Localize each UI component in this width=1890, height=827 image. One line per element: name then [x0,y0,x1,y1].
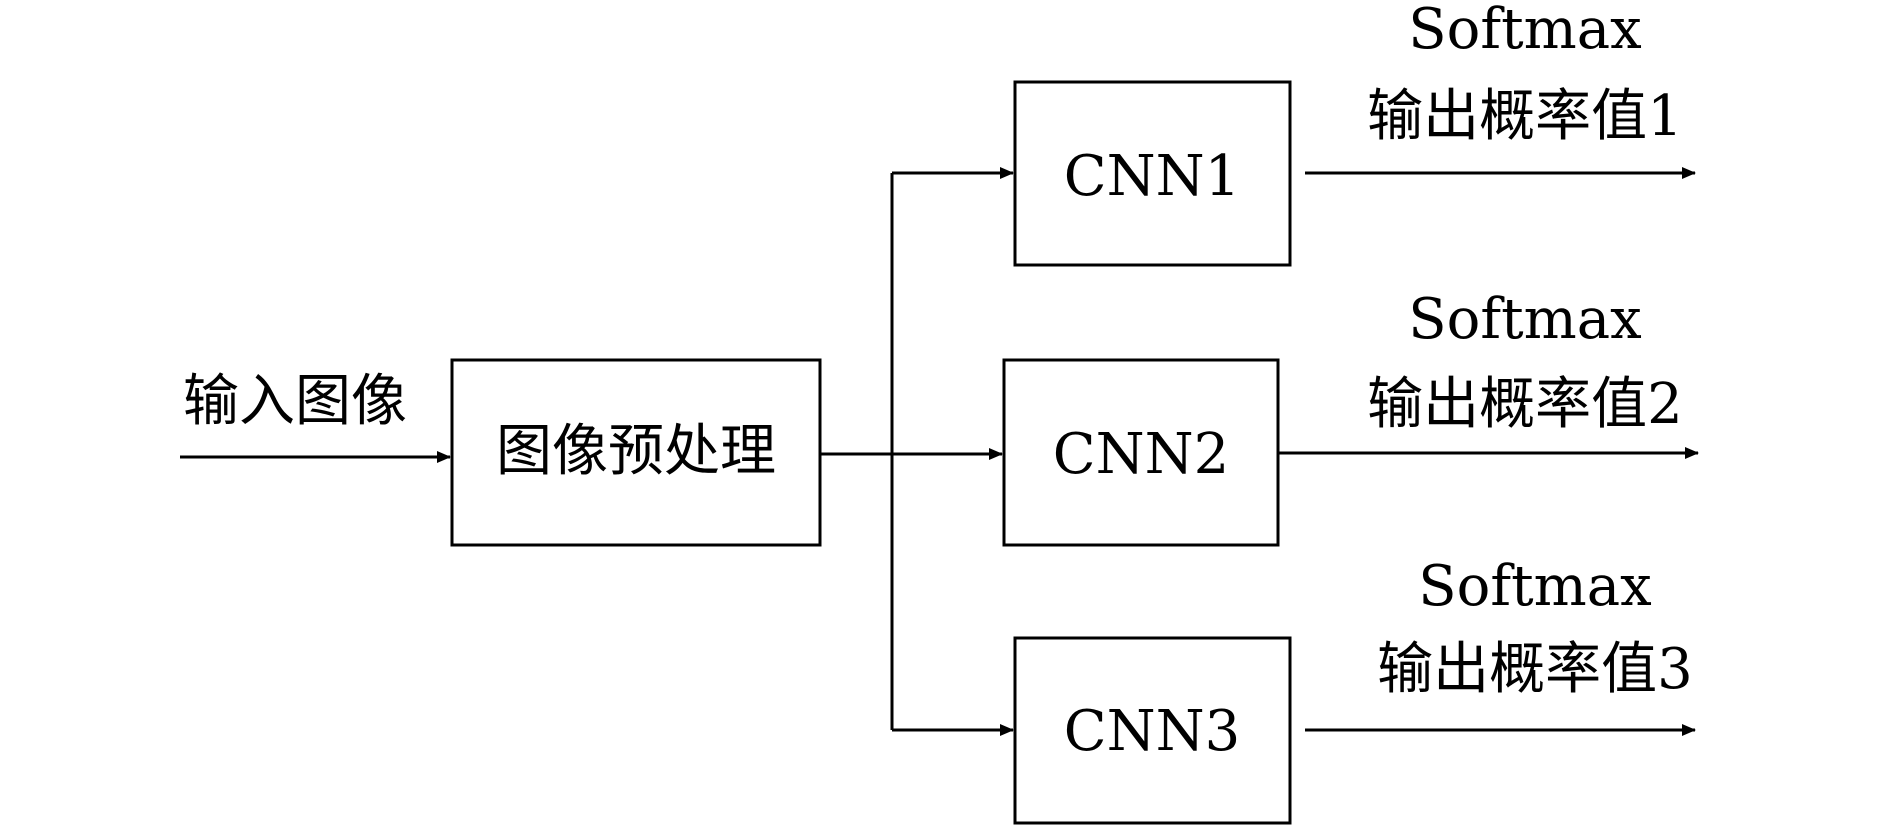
input-label: 输入图像 [183,369,407,434]
output-3-prob-label: 输出概率值3 [1377,637,1693,702]
output-1-prob-label: 输出概率值1 [1367,84,1683,149]
output-2-prob-label: 输出概率值2 [1367,372,1683,437]
cnn3-box [1013,636,1292,825]
output-1-softmax-label: Softmax [1408,0,1641,62]
preprocess-label: 图像预处理 [496,419,776,484]
output-2-softmax-label: Softmax [1408,287,1641,352]
preprocess-box [450,358,822,547]
cnn2-label: CNN2 [1053,422,1229,487]
cnn3-label: CNN3 [1064,699,1240,764]
output-3-softmax-label: Softmax [1418,554,1651,619]
cnn1-box [1013,80,1292,267]
cnn1-label: CNN1 [1064,144,1240,209]
